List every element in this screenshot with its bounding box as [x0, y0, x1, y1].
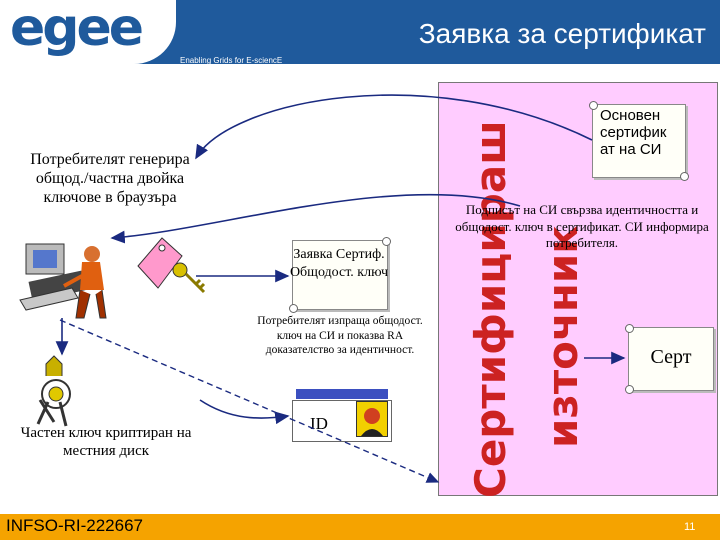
- root-cert-scroll: [589, 101, 689, 181]
- user-sends-text: Потребителят изпраща общодост. ключ на С…: [257, 315, 423, 356]
- ca-sign-text: Подписът на СИ свързва идентичността и о…: [455, 202, 709, 250]
- egee-logo: egee: [10, 0, 144, 58]
- id-card-label: ID: [310, 414, 328, 433]
- computer-user-icon: [19, 243, 107, 319]
- public-key-tag-icon: [137, 237, 206, 294]
- cert-scroll: [625, 324, 714, 394]
- id-card-strip: [296, 389, 388, 399]
- footer-bar: [0, 514, 720, 540]
- cert-label: Серт: [650, 346, 692, 368]
- tagline: Enabling Grids for E-sciencE: [180, 56, 283, 65]
- request-scroll: [289, 237, 391, 313]
- logo-area: egee: [0, 0, 176, 64]
- slide-title: Заявка за сертификат: [418, 18, 706, 49]
- root-cert-label: Основен сертифик ат на СИ: [600, 107, 667, 158]
- user-generates-text: Потребителят генерира общод./частна двой…: [30, 151, 190, 206]
- request-label: Заявка Сертиф. Общодост. ключ: [289, 247, 389, 280]
- private-key-ring-icon: [36, 355, 71, 427]
- id-photo-icon: [356, 401, 388, 437]
- private-key-text: Частен ключ криптиран на местния диск: [20, 425, 192, 459]
- page-number: 11: [684, 521, 696, 533]
- project-id: INFSO-RI-222667: [6, 516, 143, 535]
